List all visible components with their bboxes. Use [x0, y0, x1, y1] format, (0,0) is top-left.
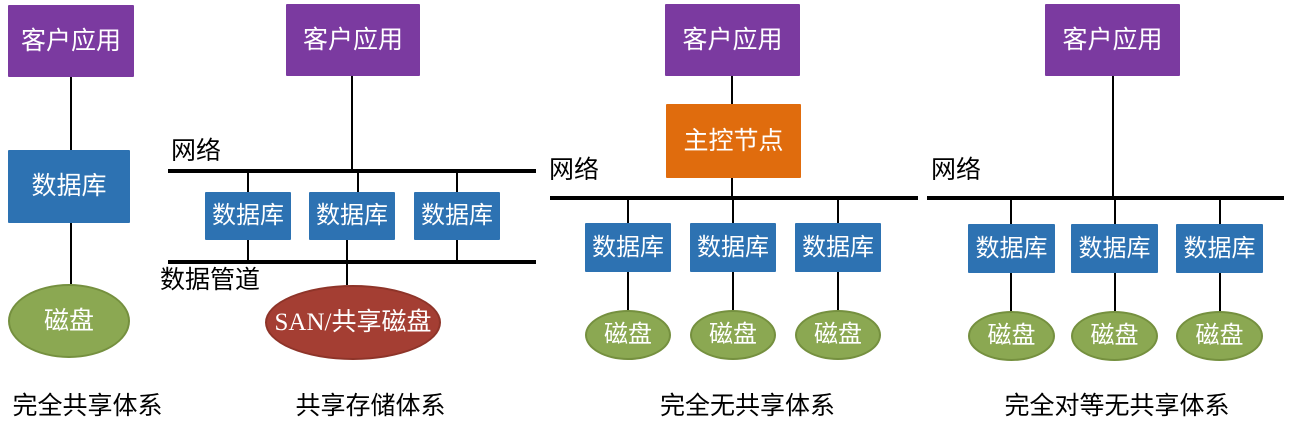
database-box: 数据库 — [795, 223, 881, 272]
connector-line — [731, 76, 733, 104]
connector-line — [70, 77, 72, 150]
connector-line — [1010, 273, 1012, 311]
connector-line — [1114, 200, 1116, 224]
connector-line — [627, 200, 629, 223]
database-label: 数据库 — [1183, 235, 1256, 262]
client-app-label: 客户应用 — [1062, 26, 1163, 54]
connector-line — [346, 264, 348, 285]
database-box: 数据库 — [1176, 224, 1263, 273]
client-app-box: 客户应用 — [8, 5, 134, 77]
connector-line — [346, 240, 348, 260]
client-app-box: 客户应用 — [286, 4, 420, 76]
connector-line — [837, 200, 839, 223]
connector-line — [837, 272, 839, 310]
database-label: 数据库 — [975, 235, 1048, 262]
database-label: 数据库 — [316, 203, 388, 229]
database-label: 数据库 — [592, 234, 664, 261]
disk-label: 磁盘 — [1090, 323, 1139, 349]
disk-label: 磁盘 — [604, 322, 652, 348]
disk-label: 磁盘 — [43, 307, 94, 335]
connector-line — [357, 173, 359, 192]
connector-line — [1219, 273, 1221, 311]
database-label: 数据库 — [421, 203, 493, 229]
disk-ellipse: 磁盘 — [690, 310, 776, 360]
client-app-box: 客户应用 — [665, 4, 800, 76]
database-box: 数据库 — [205, 192, 291, 240]
client-app-label: 客户应用 — [302, 26, 403, 54]
disk-ellipse: 磁盘 — [8, 284, 130, 358]
database-box: 数据库 — [414, 192, 500, 240]
connector-line — [1219, 200, 1221, 224]
connector-line — [732, 272, 734, 310]
data-pipe-line — [168, 260, 536, 264]
network-bus-line — [168, 169, 536, 173]
database-label: 数据库 — [1078, 235, 1151, 262]
disk-ellipse: 磁盘 — [585, 310, 671, 360]
client-app-label: 客户应用 — [20, 27, 121, 55]
disk-label: 磁盘 — [709, 322, 757, 348]
connector-line — [732, 200, 734, 223]
connector-line — [70, 223, 72, 284]
master-node-label: 主控节点 — [683, 127, 784, 155]
disk-ellipse: 磁盘 — [1176, 311, 1263, 361]
database-label: 数据库 — [802, 234, 874, 261]
database-label: 数据库 — [212, 203, 284, 229]
database-box: 数据库 — [585, 223, 671, 272]
client-app-label: 客户应用 — [682, 26, 783, 54]
connector-line — [731, 178, 733, 196]
san-shared-disk-ellipse: SAN/共享磁盘 — [265, 285, 441, 360]
database-box: 数据库 — [1071, 224, 1158, 273]
database-label: 数据库 — [31, 173, 107, 200]
architecture-caption: 完全共享体系 — [12, 393, 163, 420]
san-shared-disk-label: SAN/共享磁盘 — [274, 309, 432, 336]
connector-line — [351, 76, 353, 169]
architecture-caption: 完全无共享体系 — [660, 393, 836, 420]
connector-line — [1010, 200, 1012, 224]
network-label: 网络 — [931, 157, 982, 184]
connector-line — [456, 240, 458, 260]
connector-line — [627, 272, 629, 310]
network-bus-line — [550, 196, 918, 200]
network-label: 网络 — [549, 157, 600, 184]
disk-ellipse: 磁盘 — [968, 311, 1055, 361]
connector-line — [456, 173, 458, 192]
disk-label: 磁盘 — [814, 322, 862, 348]
connector-line — [247, 173, 249, 192]
architecture-caption: 共享存储体系 — [295, 393, 446, 420]
client-app-box: 客户应用 — [1045, 4, 1180, 76]
master-node-box: 主控节点 — [666, 104, 801, 178]
disk-ellipse: 磁盘 — [1071, 311, 1158, 361]
data-pipe-label: 数据管道 — [160, 267, 261, 294]
database-box: 数据库 — [309, 192, 395, 240]
disk-ellipse: 磁盘 — [795, 310, 881, 360]
connector-line — [1112, 76, 1114, 196]
network-bus-line — [927, 196, 1284, 200]
database-box: 数据库 — [968, 224, 1055, 273]
database-box: 数据库 — [690, 223, 776, 272]
database-box: 数据库 — [8, 150, 130, 223]
connector-line — [247, 240, 249, 260]
connector-line — [1114, 273, 1116, 311]
disk-label: 磁盘 — [987, 323, 1036, 349]
network-label: 网络 — [171, 138, 222, 165]
disk-label: 磁盘 — [1195, 323, 1244, 349]
architecture-caption: 完全对等无共享体系 — [1004, 393, 1230, 420]
database-label: 数据库 — [697, 234, 769, 261]
